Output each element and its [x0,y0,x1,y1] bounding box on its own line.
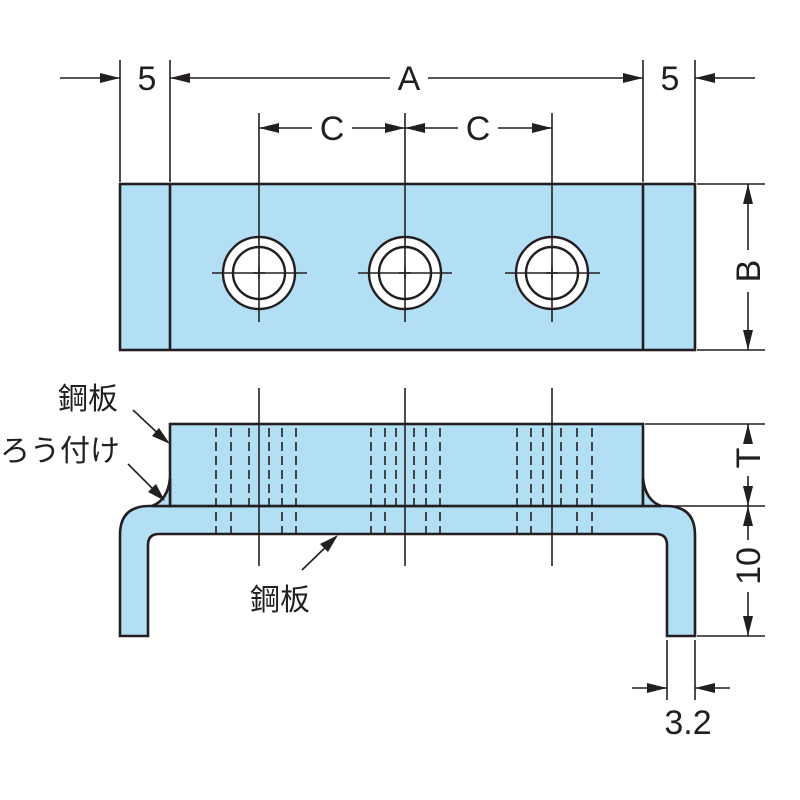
dim-label-c-right: C [466,110,491,148]
side-view: T 10 3.2 鋼板 ろう付け [0,382,768,742]
top-plate-block [168,422,645,508]
leader-brazing [127,463,165,501]
extension-lines-top [119,60,765,351]
leader-bottom-plate [301,535,338,571]
dimension-a [60,73,755,83]
bottom-plate-channel [118,504,697,638]
dim-label-a: A [398,60,421,98]
dim-label-leg-height: 10 [730,547,768,585]
dim-label-c-left: C [320,110,345,148]
dim-label-b: B [730,260,768,283]
dimension-t [743,424,753,506]
center-marks [253,267,558,279]
hidden-lines [215,428,593,534]
dim-label-edge-left: 5 [138,60,157,98]
dim-label-t: T [730,448,768,469]
leader-top-plate [132,409,170,444]
dimension-c [259,123,552,133]
side-center-lines [258,388,553,566]
dimension-3-2 [632,683,730,693]
label-bottom-plate: 鋼板 [250,583,310,618]
dimension-b [743,184,753,350]
dim-label-edge-right: 5 [661,60,680,98]
top-view: 5 A 5 C C B [60,60,768,352]
brazing-fillet-right [641,477,662,508]
label-top-plate: 鋼板 [58,382,118,417]
dim-label-leg-thickness: 3.2 [664,704,711,742]
label-brazing: ろう付け [0,434,120,469]
dimension-10 [743,506,753,636]
